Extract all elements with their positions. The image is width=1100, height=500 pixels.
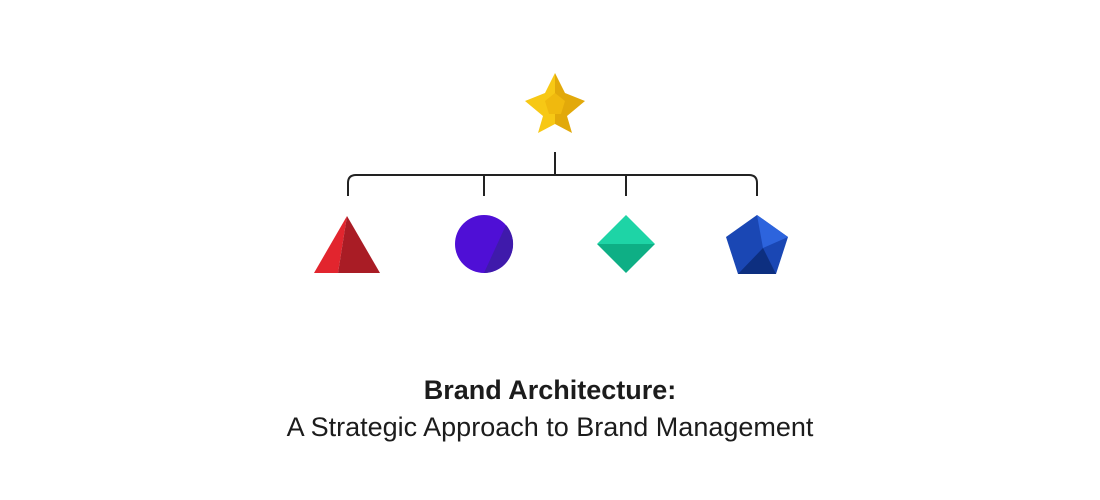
triangle-icon [314,216,380,273]
pentagon-icon [726,215,788,274]
hierarchy-connector [347,152,758,196]
diagram-title: Brand Architecture: [423,375,677,405]
diagram-subtitle: A Strategic Approach to Brand Management [286,412,814,442]
diamond-icon [597,215,655,273]
star-icon [525,73,585,133]
circle-icon [455,215,514,274]
connector-bar [347,174,758,196]
